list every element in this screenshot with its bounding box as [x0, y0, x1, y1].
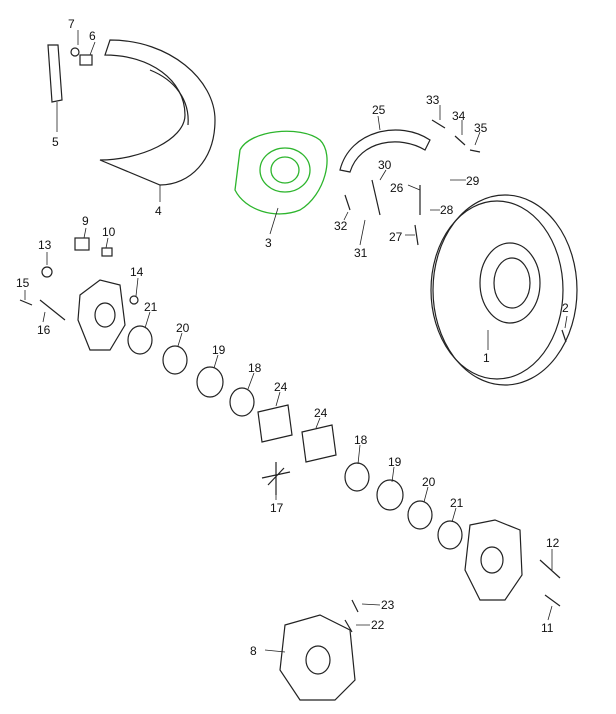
dust-shield[interactable]: [99, 39, 216, 186]
spreader-spring[interactable]: [261, 462, 291, 495]
callout-28: 28: [440, 203, 454, 217]
bracket[interactable]: [47, 44, 93, 103]
callout-12: 12: [546, 536, 560, 550]
callout-20a: 20: [176, 321, 190, 335]
callout-4: 4: [155, 204, 162, 218]
callout-30: 30: [378, 158, 392, 172]
callout-8: 8: [250, 644, 257, 658]
backing-plate[interactable]: [234, 130, 328, 215]
callout-9: 9: [82, 214, 89, 228]
callout-18b: 18: [354, 433, 368, 447]
caliper-left[interactable]: [77, 279, 126, 351]
brake-pads[interactable]: [257, 404, 337, 463]
callout-33: 33: [426, 93, 440, 107]
small-hardware[interactable]: [19, 119, 567, 633]
callout-23: 23: [381, 598, 395, 612]
callout-25: 25: [372, 103, 386, 117]
callout-18a: 18: [248, 361, 262, 375]
callout-26: 26: [390, 181, 404, 195]
callout-5: 5: [52, 135, 59, 149]
callout-21a: 21: [144, 300, 158, 314]
callout-31: 31: [354, 246, 368, 260]
callout-19b: 19: [388, 455, 402, 469]
callout-13: 13: [38, 238, 52, 252]
pistons-seals[interactable]: [127, 325, 463, 550]
callout-32: 32: [334, 219, 348, 233]
callout-14: 14: [130, 265, 144, 279]
callout-20b: 20: [422, 475, 436, 489]
caliper-right[interactable]: [464, 519, 523, 601]
callout-7: 7: [68, 17, 75, 31]
callout-21b: 21: [450, 496, 464, 510]
callout-35: 35: [474, 121, 488, 135]
callout-6: 6: [89, 29, 96, 43]
callout-15: 15: [16, 276, 30, 290]
callout-22: 22: [371, 618, 385, 632]
callout-16: 16: [37, 323, 51, 337]
leader-lines: [24, 30, 568, 653]
callout-17: 17: [270, 501, 284, 515]
brake-disc[interactable]: [430, 194, 578, 386]
callout-34: 34: [452, 109, 466, 123]
callout-labels: 1 2 3 4 5 6 7 8 9 10 11 12 13 14 15 16 1…: [16, 17, 569, 658]
callout-11: 11: [541, 621, 554, 635]
callout-2: 2: [562, 301, 569, 315]
callout-27: 27: [389, 230, 403, 244]
callout-1: 1: [483, 351, 490, 365]
parking-brake-shoes[interactable]: [339, 129, 431, 173]
callout-10: 10: [102, 225, 116, 239]
callout-24b: 24: [314, 406, 328, 420]
callout-19a: 19: [212, 343, 226, 357]
callout-29: 29: [466, 174, 480, 188]
caliper-bottom[interactable]: [279, 614, 356, 701]
callout-24a: 24: [274, 380, 288, 394]
callout-3: 3: [265, 236, 272, 250]
